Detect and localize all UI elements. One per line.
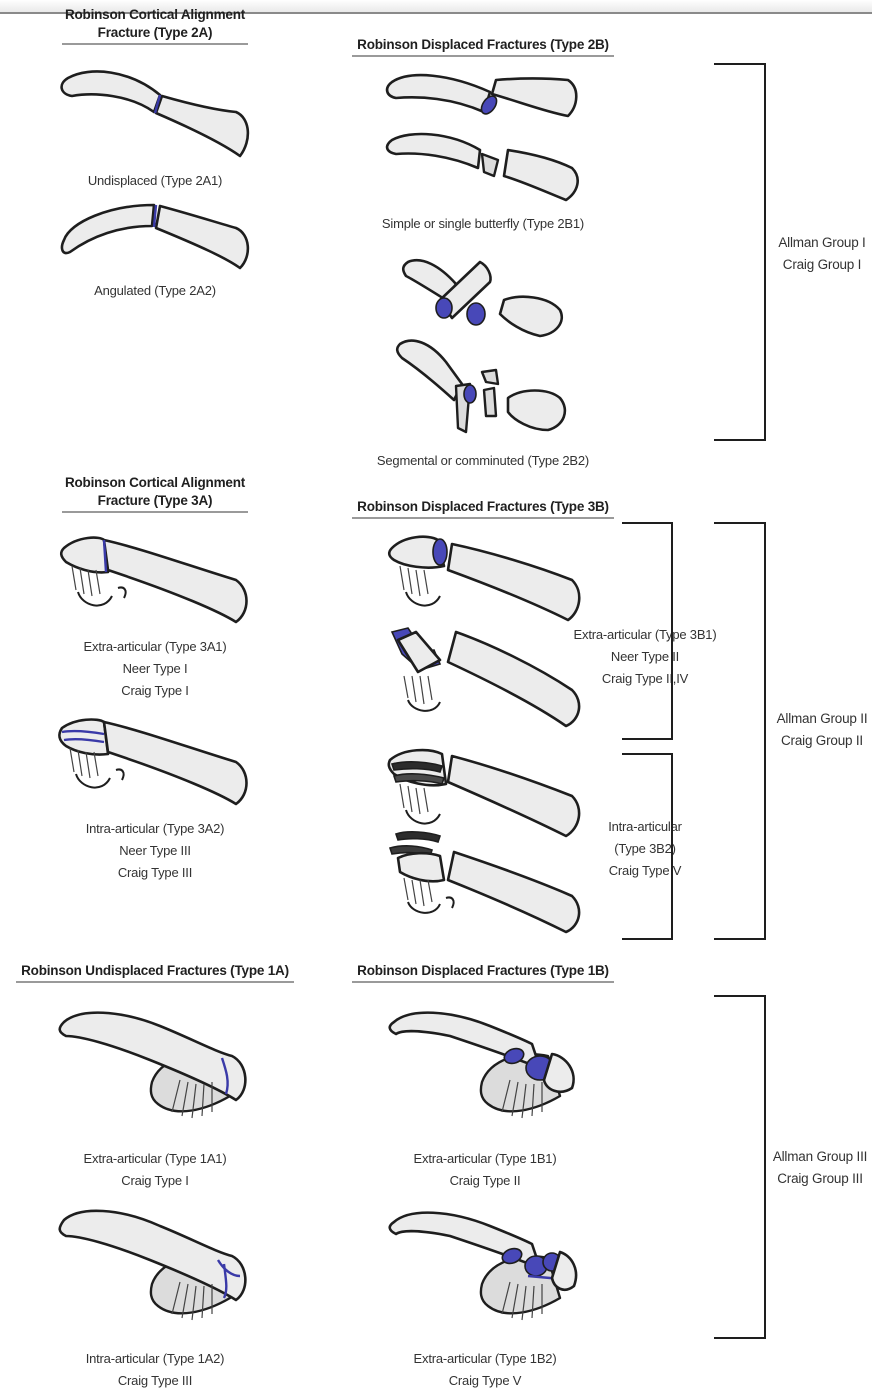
- bracket-group-1: [714, 64, 765, 440]
- clavicle-3b2-b: [390, 832, 579, 932]
- clavicle-2b1-a: [387, 75, 576, 116]
- clavicle-2a1: [62, 71, 248, 156]
- bracket-type-3b1: [622, 523, 672, 739]
- scapula-1a1: [60, 1013, 246, 1118]
- bracket-group-3: [714, 996, 765, 1338]
- scapula-1b2: [390, 1213, 576, 1320]
- clavicle-3b1-a: [389, 537, 579, 620]
- clavicle-2b2-a: [403, 260, 562, 336]
- clavicle-3a1: [61, 538, 246, 622]
- clavicle-2b1-b: [387, 134, 578, 200]
- clavicle-2b2-b: [397, 341, 565, 432]
- scapula-1a2: [60, 1211, 246, 1320]
- clavicle-3b2-a: [389, 750, 579, 836]
- bracket-type-3b2: [622, 754, 672, 939]
- clavicle-2a2: [62, 205, 248, 268]
- clavicle-3a2: [59, 720, 246, 804]
- bracket-group-2: [714, 523, 765, 939]
- clavicle-3b1-b: [392, 628, 579, 726]
- scapula-1b1: [390, 1013, 574, 1118]
